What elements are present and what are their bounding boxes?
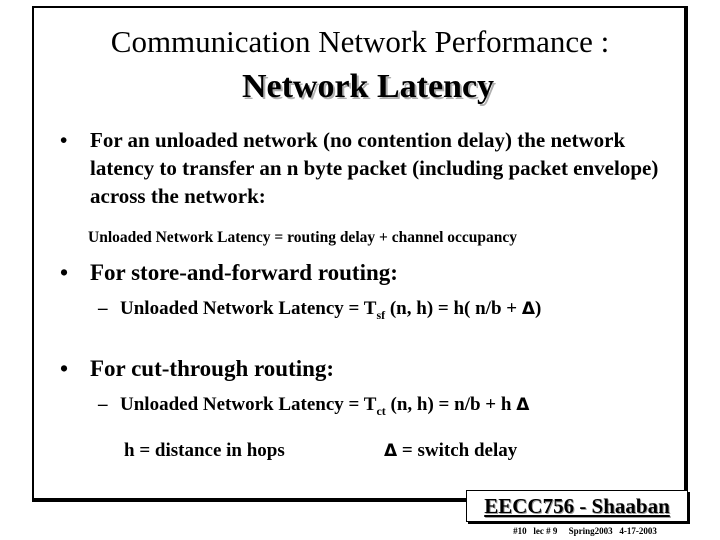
equation-subscript: ct	[376, 404, 386, 418]
course-logo-box: EECC756 - Shaaban	[466, 490, 688, 522]
course-logo: EECC756 - Shaaban	[484, 494, 670, 518]
bullet-heading: For cut-through routing:	[90, 356, 335, 381]
bullet-heading: For store-and-forward routing:	[90, 260, 398, 285]
dash-marker: –	[98, 394, 108, 415]
latency-formula: Unloaded Network Latency = routing delay…	[88, 229, 518, 246]
bullet-dot: •	[60, 260, 69, 285]
delta-symbol: Δ	[384, 441, 398, 461]
cut-through-equation: –Unloaded Network Latency = Tct (n, h) =…	[98, 394, 530, 418]
equation-middle: (n, h) = n/b + h	[385, 394, 517, 415]
bullet-dot: •	[60, 128, 68, 152]
bullet-cut-through: • For cut-through routing:	[60, 356, 334, 382]
delta-symbol: Δ	[521, 299, 536, 319]
delta-symbol: Δ	[516, 395, 530, 415]
bullet-text: For an unloaded network (no contention d…	[90, 128, 659, 208]
delta-definition: = switch delay	[397, 440, 518, 461]
slide-title: Communication Network Performance :	[110, 24, 610, 59]
equation-prefix: Unloaded Network Latency = T	[120, 394, 377, 415]
slide-subtitle: Network Latency	[241, 68, 495, 105]
equation-end: )	[535, 298, 542, 319]
equation-subscript: sf	[376, 308, 386, 322]
hops-definition: h = distance in hops	[124, 440, 285, 461]
store-and-forward-equation: –Unloaded Network Latency = Tsf (n, h) =…	[98, 298, 542, 322]
bullet-dot: •	[60, 356, 69, 381]
equation-prefix: Unloaded Network Latency = T	[120, 298, 377, 319]
equation-middle: (n, h) = h( n/b +	[385, 298, 522, 319]
slide-frame	[32, 6, 688, 502]
bullet-store-and-forward: • For store-and-forward routing:	[60, 260, 398, 286]
slide-footer: #10 lec # 9 Spring2003 4-17-2003	[513, 526, 657, 536]
switch-delay-definition: Δ = switch delay	[384, 440, 517, 462]
dash-marker: –	[98, 298, 108, 319]
